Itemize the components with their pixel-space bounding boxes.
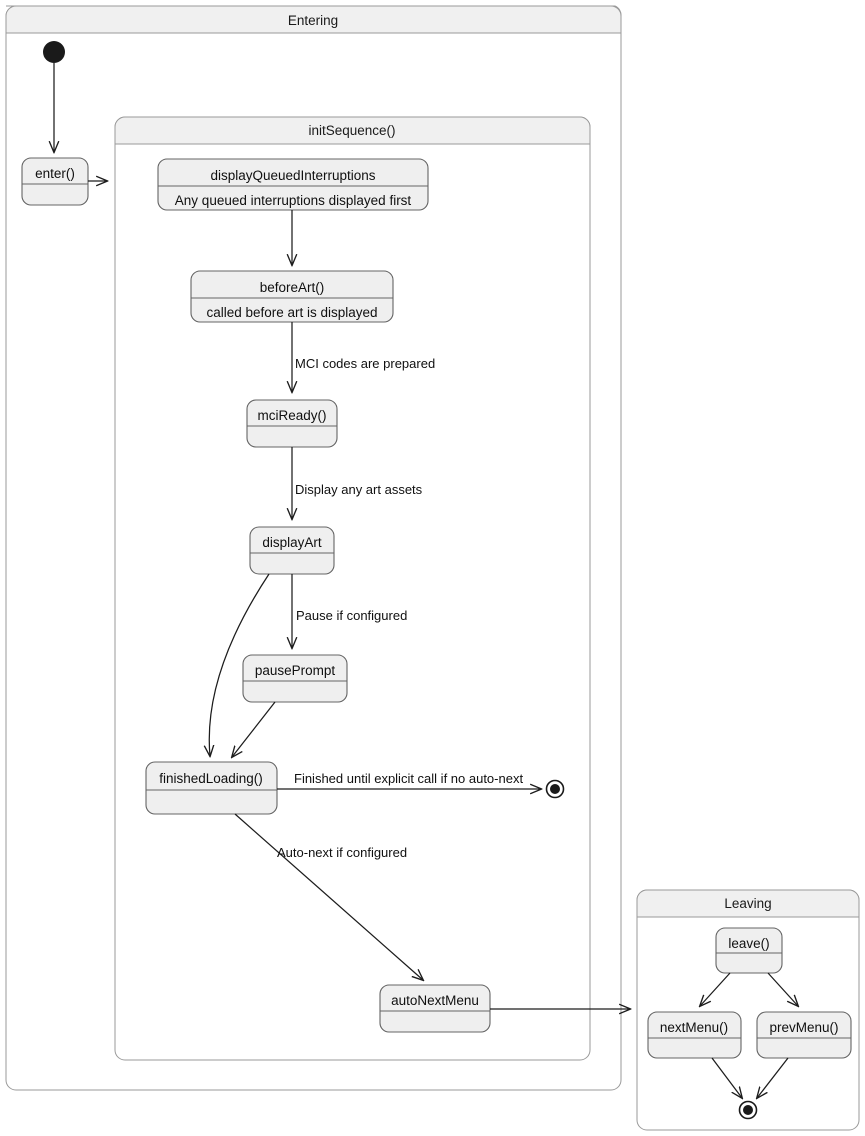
- leave-title: leave(): [728, 936, 769, 951]
- state-before-art[interactable]: beforeArt() called before art is display…: [190, 270, 394, 323]
- composite-state-initsequence[interactable]: initSequence(): [114, 116, 591, 1061]
- state-leave[interactable]: leave(): [715, 927, 783, 974]
- entering-title: Entering: [288, 13, 338, 28]
- finished-loading-title: finishedLoading(): [159, 771, 263, 786]
- edge-leave-to-prevmenu: [767, 972, 798, 1006]
- state-display-queued-interruptions[interactable]: displayQueuedInterruptions Any queued in…: [157, 158, 429, 211]
- leaving-header-bar: [636, 889, 860, 918]
- display-art-title: displayArt: [262, 535, 322, 550]
- state-mci-ready[interactable]: mciReady(): [246, 399, 338, 448]
- leaving-frame: [636, 889, 860, 1131]
- entering-header-bar: [5, 5, 622, 34]
- prev-menu-box: [756, 1011, 852, 1059]
- leaving-title: Leaving: [724, 896, 771, 911]
- state-auto-next-menu[interactable]: autoNextMenu: [379, 984, 491, 1033]
- composite-state-leaving[interactable]: Leaving: [636, 889, 860, 1131]
- initsequence-header-bar: [114, 116, 591, 145]
- edge-label-mci-prepared: MCI codes are prepared: [295, 356, 435, 371]
- display-queued-interruptions-title: displayQueuedInterruptions: [210, 168, 375, 183]
- final-state-entering: [545, 779, 565, 799]
- pause-prompt-box: [242, 654, 348, 703]
- edge-leave-to-nextmenu: [700, 972, 731, 1006]
- auto-next-menu-title: autoNextMenu: [391, 993, 479, 1008]
- initial-state-node: [43, 41, 65, 63]
- final-state-inner-dot: [550, 784, 560, 794]
- edge-label-finished-until-explicit: Finished until explicit call if no auto-…: [294, 771, 523, 786]
- next-menu-title: nextMenu(): [660, 1020, 728, 1035]
- enter-title: enter(): [35, 166, 75, 181]
- state-display-art[interactable]: displayArt: [249, 526, 335, 575]
- state-pause-prompt[interactable]: pausePrompt: [242, 654, 348, 703]
- finished-loading-box: [145, 761, 278, 815]
- display-queued-interruptions-box: [157, 158, 429, 211]
- edge-pauseprompt-to-finishedloading: [232, 701, 276, 757]
- edge-label-auto-next-if-configured: Auto-next if configured: [277, 845, 407, 860]
- edge-displayart-to-finishedloading: [209, 573, 270, 756]
- final-state-leaving: [738, 1100, 758, 1120]
- next-menu-box: [647, 1011, 742, 1059]
- state-finished-loading[interactable]: finishedLoading(): [145, 761, 278, 815]
- display-queued-interruptions-desc: Any queued interruptions displayed first: [175, 193, 412, 208]
- leave-box: [715, 927, 783, 974]
- edge-finishedloading-to-autonextmenu: [234, 813, 423, 980]
- edge-nextmenu-to-final: [711, 1057, 742, 1098]
- edge-label-pause-if-configured: Pause if configured: [296, 608, 407, 623]
- before-art-desc: called before art is displayed: [206, 305, 377, 320]
- state-prev-menu[interactable]: prevMenu(): [756, 1011, 852, 1059]
- edge-prevmenu-to-final: [757, 1057, 789, 1098]
- state-enter[interactable]: enter(): [21, 157, 89, 206]
- edge-label-display-art-assets: Display any art assets: [295, 482, 423, 497]
- before-art-title: beforeArt(): [260, 280, 325, 295]
- final-state-leaving-inner-dot: [743, 1105, 753, 1115]
- initsequence-title: initSequence(): [308, 123, 395, 138]
- pause-prompt-title: pausePrompt: [255, 663, 336, 678]
- mci-ready-title: mciReady(): [257, 408, 326, 423]
- prev-menu-title: prevMenu(): [769, 1020, 838, 1035]
- state-next-menu[interactable]: nextMenu(): [647, 1011, 742, 1059]
